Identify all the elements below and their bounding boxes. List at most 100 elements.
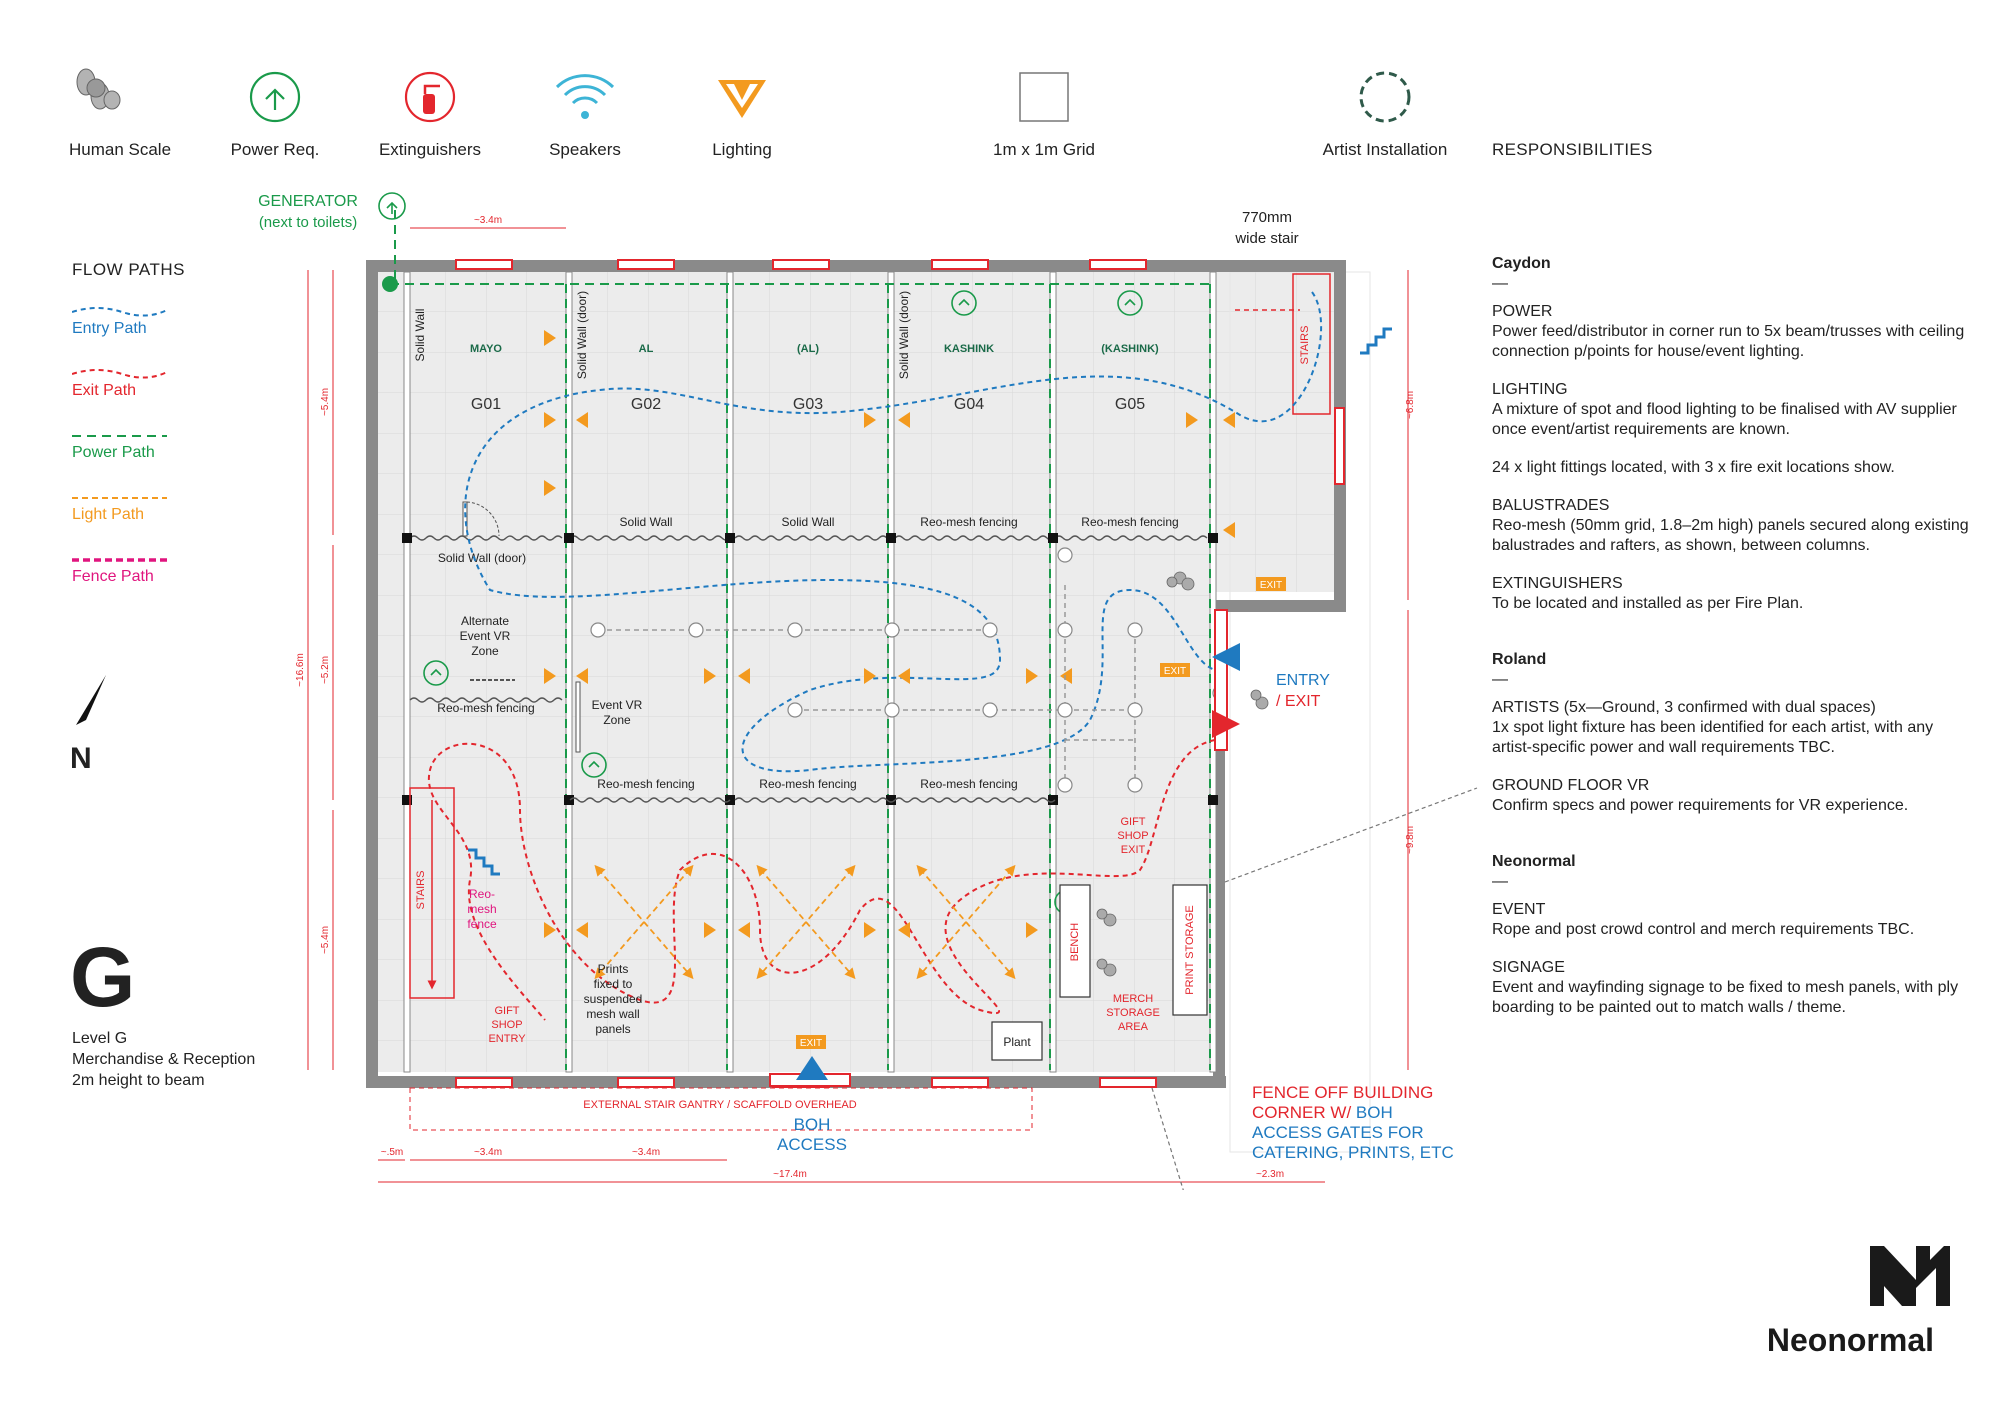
stair-note-1: 770mm <box>1242 209 1292 226</box>
gallery-code-1: G01 <box>471 396 501 413</box>
row-wall-bottom-2: Reo-mesh fencing <box>759 777 856 791</box>
plant <box>991 1021 1043 1061</box>
flow-paths-swatches <box>72 307 168 562</box>
row-wall-4: Reo-mesh fencing <box>1081 515 1178 529</box>
left-dimensions <box>307 270 334 1070</box>
dim-bottom-a: ~.5m <box>381 1147 404 1158</box>
dim-bottom-right: ~2.3m <box>1256 1169 1284 1180</box>
neonormal-name: Neonormal <box>1492 853 1576 870</box>
gallery-code-5: G05 <box>1115 396 1145 413</box>
level-line-3: 2m height to beam <box>72 1072 205 1089</box>
caydon-power-text: Power feed/distributor in corner run to … <box>1492 323 1965 360</box>
caydon-extinguishers-heading: EXTINGUISHERS <box>1492 575 1623 592</box>
dim-left-2: ~5.2m <box>320 656 331 684</box>
entry-path-label: Entry Path <box>72 320 147 337</box>
legend: Human Scale Power Req. Extinguishers Spe… <box>0 0 1700 170</box>
lighting-fixtures <box>544 330 1235 938</box>
entry-label: ENTRY <box>1276 672 1330 689</box>
gantry-label: EXTERNAL STAIR GANTRY / SCAFFOLD OVERHEA… <box>583 1099 856 1111</box>
caydon-lighting-heading: LIGHTING <box>1492 381 1568 398</box>
exit-label: / EXIT <box>1276 693 1321 710</box>
alt-vr-zone-text: Alternate Event VR Zone <box>459 614 511 658</box>
reo-mesh-fencing-left: Reo-mesh fencing <box>437 701 534 715</box>
legend-label-grid: 1m x 1m Grid <box>992 140 1096 159</box>
legend-label-extinguishers: Extinguishers <box>378 140 482 159</box>
row-wall-1: Solid Wall <box>620 515 673 529</box>
level-line-1: Level G <box>72 1030 128 1047</box>
caydon-power-heading: POWER <box>1492 303 1553 320</box>
fence-note-1: FENCE OFF BUILDING <box>1252 1083 1433 1102</box>
row-divider-2 <box>409 697 1056 803</box>
bench-label: BENCH <box>1069 923 1081 962</box>
caydon-balustrades-heading: BALUSTRADES <box>1492 497 1610 514</box>
caydon-extinguishers-text: To be located and installed as per Fire … <box>1492 595 1804 612</box>
speakers <box>590 547 1228 793</box>
dim-top: ~3.4m <box>474 215 502 226</box>
row-1-labels: Solid Wall Solid Wall Reo-mesh fencing R… <box>438 515 1179 565</box>
brand-name: Neonormal <box>1766 1322 1934 1358</box>
dim-left-3: ~5.4m <box>320 926 331 954</box>
exit-arrow-icon <box>1212 710 1240 738</box>
dim-left-total: ~16.6m <box>295 653 306 687</box>
north-arrow-icon <box>76 675 106 725</box>
plant-label: Plant <box>1003 1035 1031 1049</box>
reo-mesh-fence-text: Reo- mesh fence <box>467 887 497 931</box>
power-path <box>390 210 1213 1070</box>
grid-square-icon <box>1019 72 1069 122</box>
stairs-bottom-label: STAIRS <box>415 871 427 910</box>
column-walls <box>403 271 1217 1073</box>
row-2-labels: Reo-mesh fencing Reo-mesh fencing Reo-me… <box>437 701 1017 791</box>
stairs-top <box>1292 273 1331 415</box>
gift-shop-entry-text: GIFT SHOP ENTRY <box>488 1005 526 1045</box>
stairs-bottom <box>409 787 455 999</box>
solid-wall-door-horizontal: Solid Wall (door) <box>438 551 526 565</box>
power-icon <box>249 71 301 123</box>
neonormal-event-text: Rope and post crowd control and merch re… <box>1492 921 1915 938</box>
caydon-dash: — <box>1492 275 1508 292</box>
row-wall-3: Reo-mesh fencing <box>920 515 1017 529</box>
prints-note-text: Prints fixed to suspended mesh wall pane… <box>583 962 643 1036</box>
level-letter: G <box>70 930 136 1024</box>
roland-artists-heading: ARTISTS (5x—Ground, 3 confirmed with dua… <box>1492 699 1876 716</box>
flow-paths-legend: FLOW PATHS Entry Path Exit Path Power Pa… <box>72 260 272 590</box>
dim-bottom-total: ~17.4m <box>773 1169 807 1180</box>
neonormal-signage-text: Event and wayfinding signage to be fixed… <box>1492 979 1959 1016</box>
legend-label-speakers: Speakers <box>549 140 621 159</box>
legend-label-human-scale: Human Scale <box>68 140 172 159</box>
light-paths <box>594 864 1016 980</box>
gallery-code-4: G04 <box>954 396 984 413</box>
north-label: N <box>70 742 92 775</box>
responsibilities-panel: Caydon — POWER Power feed/distributor in… <box>1492 254 1972 1018</box>
responsibilities-title: RESPONSIBILITIES <box>1492 140 1653 159</box>
gallery-code-2: G02 <box>631 396 661 413</box>
gallery-code-3: G03 <box>793 396 823 413</box>
generator-power-icon <box>378 192 406 220</box>
flow-paths-title: FLOW PATHS <box>72 260 185 279</box>
gallery-names: MAYO AL (AL) KASHINK (KASHINK) <box>470 343 1159 355</box>
level-info: Level G Merchandise & Reception 2m heigh… <box>72 1028 255 1091</box>
generator-note: (next to toilets) <box>259 214 357 231</box>
floor-plan: STAIRS GENERATOR (next to toilets) ~3.4m… <box>258 192 1478 1190</box>
exit-tag-1: EXIT <box>1260 580 1282 591</box>
stairs-top-label: STAIRS <box>1299 326 1311 365</box>
dim-bottom-b: ~3.4m <box>474 1147 502 1158</box>
gallery-name-4: KASHINK <box>944 343 994 355</box>
row-wall-2: Solid Wall <box>782 515 835 529</box>
fence-note-3: ACCESS GATES FOR <box>1252 1123 1424 1142</box>
exit-tags: EXIT EXIT EXIT <box>796 577 1286 1049</box>
neonormal-signage-heading: SIGNAGE <box>1492 959 1565 976</box>
human-figures <box>1096 571 1269 977</box>
gift-shop-exit-text: GIFT SHOP EXIT <box>1117 816 1149 856</box>
exit-tag-2: EXIT <box>1164 666 1186 677</box>
gallery-name-1: MAYO <box>470 343 502 355</box>
event-vr-zone-text: Event VR Zone <box>591 698 643 727</box>
print-storage-label: PRINT STORAGE <box>1184 905 1196 994</box>
human-scale-icon <box>76 68 121 110</box>
print-storage <box>1172 884 1208 1016</box>
legend-label-artist-installation: Artist Installation <box>1322 140 1448 159</box>
legend-icons <box>76 68 1411 123</box>
gantry-outline <box>409 1087 1033 1131</box>
row-wall-bottom-1: Reo-mesh fencing <box>597 777 694 791</box>
dim-left-1: ~5.4m <box>320 388 331 416</box>
roland-name: Roland <box>1492 651 1547 668</box>
